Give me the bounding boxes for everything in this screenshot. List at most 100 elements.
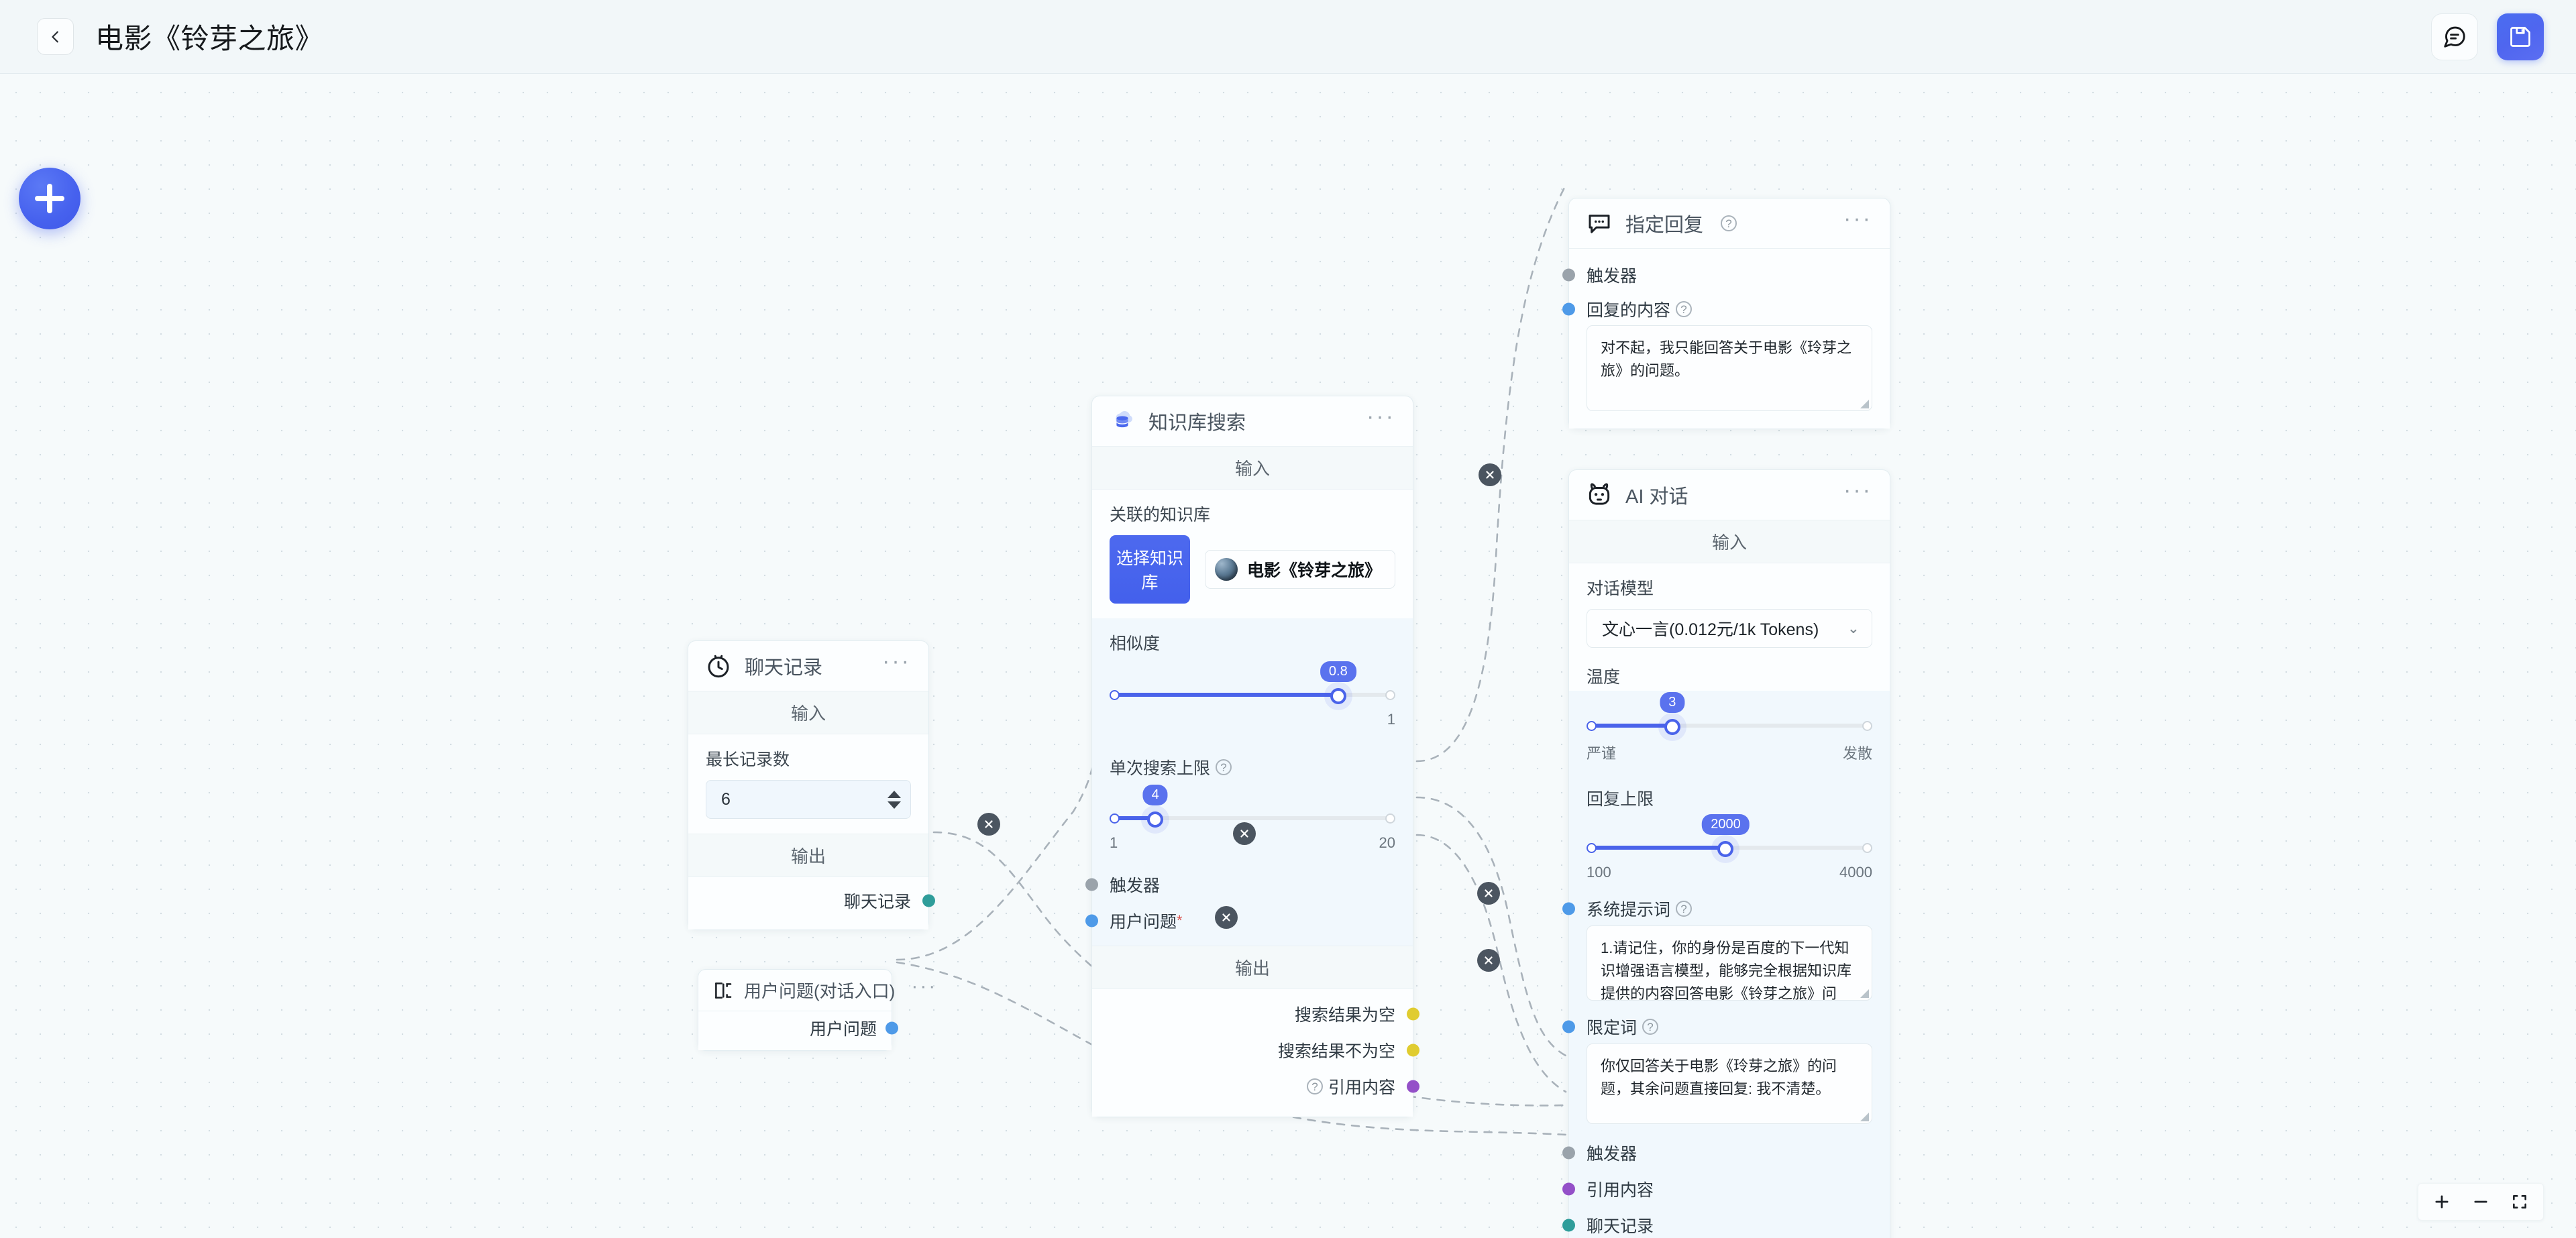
node-chat-history[interactable]: 聊天记录 ··· 输入 最长记录数 6 输出 聊天记录 — [688, 640, 935, 930]
node-header[interactable]: 指定回复 ? ··· — [1569, 199, 1890, 248]
output-port-nonempty-result[interactable]: 搜索结果不为空 — [1110, 1032, 1419, 1068]
port-dot-purple[interactable] — [1407, 1080, 1419, 1093]
reply-content-textarea[interactable]: 对不起，我只能回答关于电影《玲芽之旅》的问题。 — [1587, 325, 1872, 411]
edge-delete-button[interactable] — [977, 813, 1000, 836]
back-button[interactable] — [37, 18, 74, 55]
zoom-controls[interactable] — [2418, 1183, 2544, 1221]
chevron-down-icon[interactable]: ⌄ — [1847, 620, 1860, 636]
node-header[interactable]: 聊天记录 ··· — [688, 641, 928, 691]
output-port-citation[interactable]: ? 引用内容 — [1110, 1068, 1419, 1105]
port-dot-purple[interactable] — [1562, 1182, 1575, 1196]
node-fixed-reply[interactable]: 指定回复 ? ··· 触发器 回复的内容 ? 对不起，我只能回答关于电影《玲芽之… — [1562, 198, 1890, 429]
max-tokens-slider[interactable]: 2000 — [1587, 814, 1872, 860]
node-menu-button[interactable]: ··· — [1366, 404, 1395, 429]
edge-delete-button[interactable] — [1233, 822, 1256, 845]
zoom-in-button[interactable] — [2422, 1184, 2461, 1219]
edge-delete-button[interactable] — [1477, 949, 1500, 972]
node-menu-button[interactable]: ··· — [1843, 477, 1872, 503]
save-button[interactable] — [2497, 13, 2544, 60]
port-dot-blue[interactable] — [1085, 914, 1098, 927]
node-menu-button[interactable]: ··· — [911, 974, 938, 997]
workflow-canvas[interactable]: 聊天记录 ··· 输入 最长记录数 6 输出 聊天记录 — [0, 74, 2576, 1238]
selected-kb-chip[interactable]: 电影《铃芽之旅》 — [1204, 550, 1395, 589]
port-dot-teal[interactable] — [1562, 1219, 1575, 1232]
node-header[interactable]: 知识库搜索 ··· — [1092, 396, 1413, 446]
port-dot-gray[interactable] — [1562, 268, 1575, 282]
input-port-trigger[interactable]: 触发器 — [1562, 257, 1872, 293]
port-dot-blue[interactable] — [885, 1021, 898, 1035]
output-port-empty-result[interactable]: 搜索结果为空 — [1110, 996, 1419, 1032]
edge-layer — [896, 184, 1567, 1136]
required-marker: * — [1177, 912, 1183, 929]
topk-knob[interactable] — [1147, 811, 1164, 828]
port-dot-gray[interactable] — [1562, 1146, 1575, 1160]
node-user-question[interactable]: 用户问题(对话入口) ··· 用户问题 — [698, 969, 935, 1051]
node-ai-chat[interactable]: AI 对话 ··· 输入 对话模型 文心一言(0.012元/1k Tokens)… — [1562, 469, 1890, 1238]
fit-screen-icon — [2513, 1195, 2526, 1208]
help-icon[interactable]: ? — [1676, 301, 1693, 317]
input-port-limit-word[interactable]: 限定词 ? — [1562, 1010, 1872, 1044]
port-dot-yellow[interactable] — [1407, 1007, 1419, 1021]
select-kb-button[interactable]: 选择知识库 — [1110, 535, 1190, 604]
stepper-down-icon[interactable] — [888, 801, 901, 809]
output-band-label: 输出 — [688, 834, 928, 877]
fixed-reply-body: 触发器 回复的内容 ? 对不起，我只能回答关于电影《玲芽之旅》的问题。 — [1562, 249, 1890, 429]
kb-select-section: 关联的知识库 选择知识库 电影《铃芽之旅》 — [1092, 490, 1413, 618]
port-dot-gray[interactable] — [1085, 878, 1098, 891]
help-icon[interactable]: ? — [1306, 1078, 1323, 1094]
input-port-trigger[interactable]: 触发器 — [1085, 866, 1395, 903]
temperature-knob[interactable] — [1664, 719, 1680, 735]
max-records-stepper[interactable]: 6 — [706, 780, 911, 819]
input-port-trigger[interactable]: 触发器 — [1562, 1135, 1872, 1171]
input-port-citation[interactable]: 引用内容 — [1562, 1171, 1872, 1207]
close-icon — [1240, 830, 1248, 838]
port-dot-blue[interactable] — [1562, 1020, 1575, 1033]
stepper-up-icon[interactable] — [888, 790, 901, 798]
edge-delete-button[interactable] — [1215, 906, 1238, 929]
port-dot-blue[interactable] — [1562, 902, 1575, 915]
node-title: 用户问题(对话入口) — [744, 981, 896, 1001]
port-dot-yellow[interactable] — [1407, 1044, 1419, 1057]
port-dot-blue[interactable] — [1562, 302, 1575, 316]
help-icon[interactable]: ? — [1676, 901, 1693, 917]
node-header[interactable]: 用户问题(对话入口) ··· — [698, 970, 935, 1011]
comment-button[interactable] — [2431, 13, 2478, 60]
user-question-output-section: 用户问题 — [698, 1011, 898, 1050]
input-port-chat-history[interactable]: 聊天记录 — [1562, 1207, 1872, 1238]
edge-empty-to-fixed-reply — [1415, 184, 1567, 763]
node-menu-button[interactable]: ··· — [1843, 206, 1872, 231]
stepper-arrows[interactable] — [888, 790, 901, 809]
max-tokens-knob[interactable] — [1717, 841, 1734, 857]
system-prompt-textarea[interactable]: 1.请记住，你的身份是百度的下一代知识增强语言模型，能够完全根据知识库提供的内容… — [1587, 925, 1872, 1001]
top-bar: 电影《铃芽之旅》 — [0, 0, 2576, 74]
edge-delete-button[interactable] — [1477, 882, 1500, 905]
model-select[interactable]: 文心一言(0.012元/1k Tokens) ⌄ — [1587, 609, 1872, 648]
node-kb-search[interactable]: 知识库搜索 ··· 输入 关联的知识库 选择知识库 电影《铃芽之旅》 相似度 — [1085, 396, 1419, 1117]
edge-delete-button[interactable] — [1479, 463, 1501, 486]
temperature-slider[interactable]: 3 — [1587, 692, 1872, 738]
input-port-reply-content[interactable]: 回复的内容 ? — [1562, 293, 1872, 325]
topk-max: 20 — [1379, 834, 1395, 851]
help-icon[interactable]: ? — [1642, 1019, 1659, 1035]
similarity-slider[interactable]: 0.8 — [1110, 661, 1395, 707]
node-menu-button[interactable]: ··· — [882, 649, 911, 674]
output-port-chat-history[interactable]: 聊天记录 — [706, 883, 935, 919]
help-icon[interactable]: ? — [1721, 215, 1737, 231]
port-dot-teal[interactable] — [922, 894, 935, 907]
zoom-out-button[interactable] — [2461, 1184, 2500, 1219]
topk-slider[interactable]: 4 — [1110, 785, 1395, 830]
similarity-knob[interactable] — [1330, 688, 1346, 704]
input-port-user-question[interactable]: 用户问题* — [1085, 903, 1395, 939]
add-node-button[interactable] — [19, 168, 80, 229]
help-icon[interactable]: ? — [1216, 759, 1232, 775]
max-records-label: 最长记录数 — [706, 750, 790, 769]
kb-params-section: 相似度 0.8 1 单次搜索上限 ? — [1085, 618, 1413, 946]
input-port-system-prompt[interactable]: 系统提示词 ? — [1562, 892, 1872, 925]
limit-word-textarea[interactable]: 你仅回答关于电影《玲芽之旅》的问题，其余问题直接回复: 我不清楚。 — [1587, 1044, 1872, 1124]
edge-nonempty-to-ai-trigger — [1415, 796, 1567, 1057]
fit-screen-button[interactable] — [2500, 1184, 2539, 1219]
port-label: 引用内容 — [1328, 1078, 1395, 1097]
node-header[interactable]: AI 对话 ··· — [1569, 470, 1890, 520]
port-label: 用户问题 — [809, 1020, 877, 1039]
output-port-user-question[interactable]: 用户问题 — [713, 1013, 898, 1044]
